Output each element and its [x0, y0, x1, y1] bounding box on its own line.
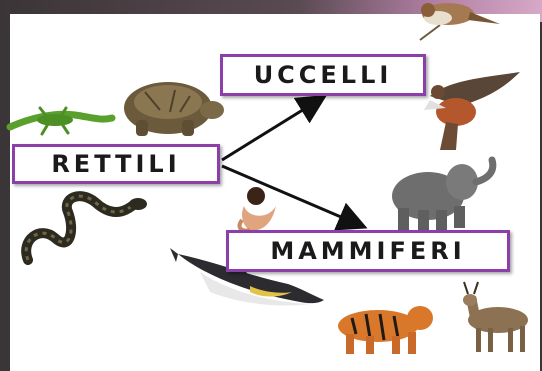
node-mammiferi: MAMMIFERI — [226, 230, 510, 272]
human-icon — [240, 187, 276, 231]
sparrow-icon — [420, 3, 500, 40]
elephant-icon — [392, 160, 493, 230]
antelope-icon — [463, 282, 528, 352]
node-uccelli: UCCELLI — [220, 54, 426, 96]
tortoise-icon — [124, 82, 224, 136]
node-rettili: RETTILI — [12, 144, 220, 184]
arrow-to-uccelli — [222, 98, 322, 160]
hawk-icon — [424, 72, 520, 150]
lizard-icon — [10, 108, 112, 134]
snake-icon — [26, 196, 147, 260]
tiger-icon — [338, 306, 433, 354]
